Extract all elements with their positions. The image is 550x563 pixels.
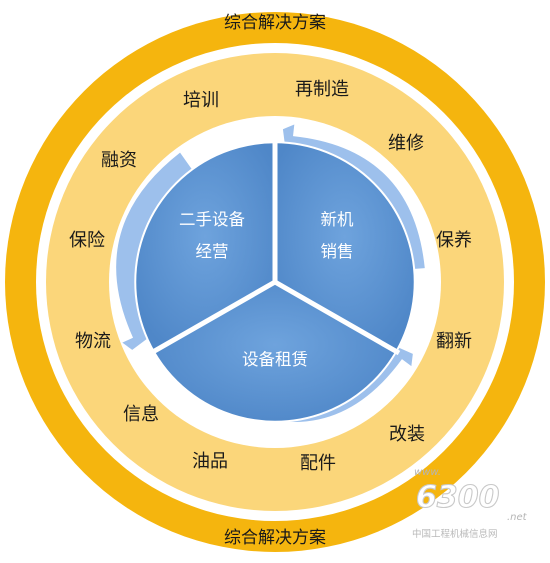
cycle-arrow-segment-used	[116, 152, 193, 350]
service-maintenance: 保养	[436, 230, 472, 251]
divider-right	[273, 279, 401, 356]
core-label-used-line1: 二手设备	[179, 210, 246, 229]
outer-ring-bottom-label: 综合解决方案	[224, 528, 326, 548]
core-dividers	[149, 140, 401, 356]
watermark-number: 6300	[416, 480, 500, 515]
watermark: www. 6300 .net 中国工程机械信息网	[412, 467, 528, 540]
core-circle	[134, 140, 416, 423]
watermark-net: .net	[507, 512, 528, 523]
core-label-used-line2: 经营	[196, 242, 229, 261]
service-parts: 配件	[300, 453, 336, 474]
service-remanufacturing: 再制造	[295, 79, 349, 100]
divider-left	[149, 279, 277, 356]
core-outline	[134, 141, 416, 423]
core-label-rental: 设备租赁	[242, 350, 308, 369]
core-label-new-line1: 新机	[321, 210, 355, 229]
service-logistics: 物流	[75, 331, 111, 352]
service-insurance: 保险	[69, 230, 105, 251]
outer-ring-top-label: 综合解决方案	[224, 13, 326, 33]
service-modification: 改装	[389, 424, 425, 445]
service-repair: 维修	[388, 133, 424, 154]
watermark-www: www.	[414, 467, 441, 478]
service-financing: 融资	[101, 150, 137, 171]
service-information: 信息	[123, 404, 159, 425]
watermark-site-name: 中国工程机械信息网	[412, 528, 498, 540]
service-oil: 油品	[192, 451, 228, 472]
service-refurbishment: 翻新	[436, 331, 472, 352]
core-segment-rental	[154, 282, 396, 422]
core-label-new-line2: 销售	[321, 242, 354, 261]
service-training: 培训	[183, 90, 219, 111]
